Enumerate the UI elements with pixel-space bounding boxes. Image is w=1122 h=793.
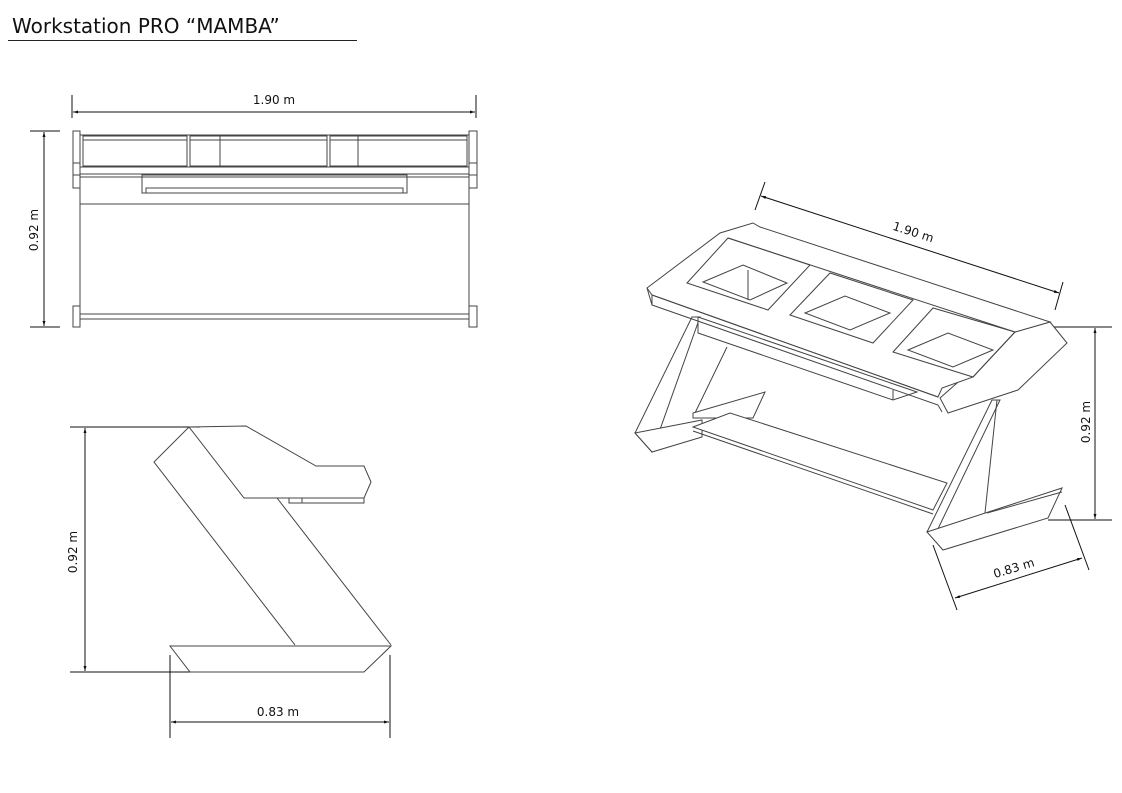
drawing-title: Workstation PRO “MAMBA” [12,14,280,38]
side-desk-outline [153,425,393,673]
iso-height-dimension: 0.92 m [1048,326,1112,521]
front-desk-outline [72,130,478,328]
front-view: 1.90 m 0.92 m [27,93,478,328]
side-depth-label: 0.83 m [257,705,299,719]
side-height-dimension: 0.92 m [66,426,200,673]
side-view: 0.92 m 0.83 m [66,425,393,738]
front-width-dimension: 1.90 m [71,93,477,118]
isometric-view: 1.90 m 0.92 m 0.83 m [634,181,1112,611]
front-width-label: 1.90 m [253,93,295,107]
iso-width-label: 1.90 m [891,219,935,245]
iso-desk-drawing [634,222,1068,551]
side-depth-dimension: 0.83 m [169,655,391,738]
iso-height-label: 0.92 m [1079,401,1093,443]
title-underline [8,40,357,41]
iso-depth-label: 0.83 m [992,555,1036,581]
front-height-dimension: 0.92 m [27,130,60,328]
front-height-label: 0.92 m [27,209,41,251]
side-height-label: 0.92 m [66,531,80,573]
